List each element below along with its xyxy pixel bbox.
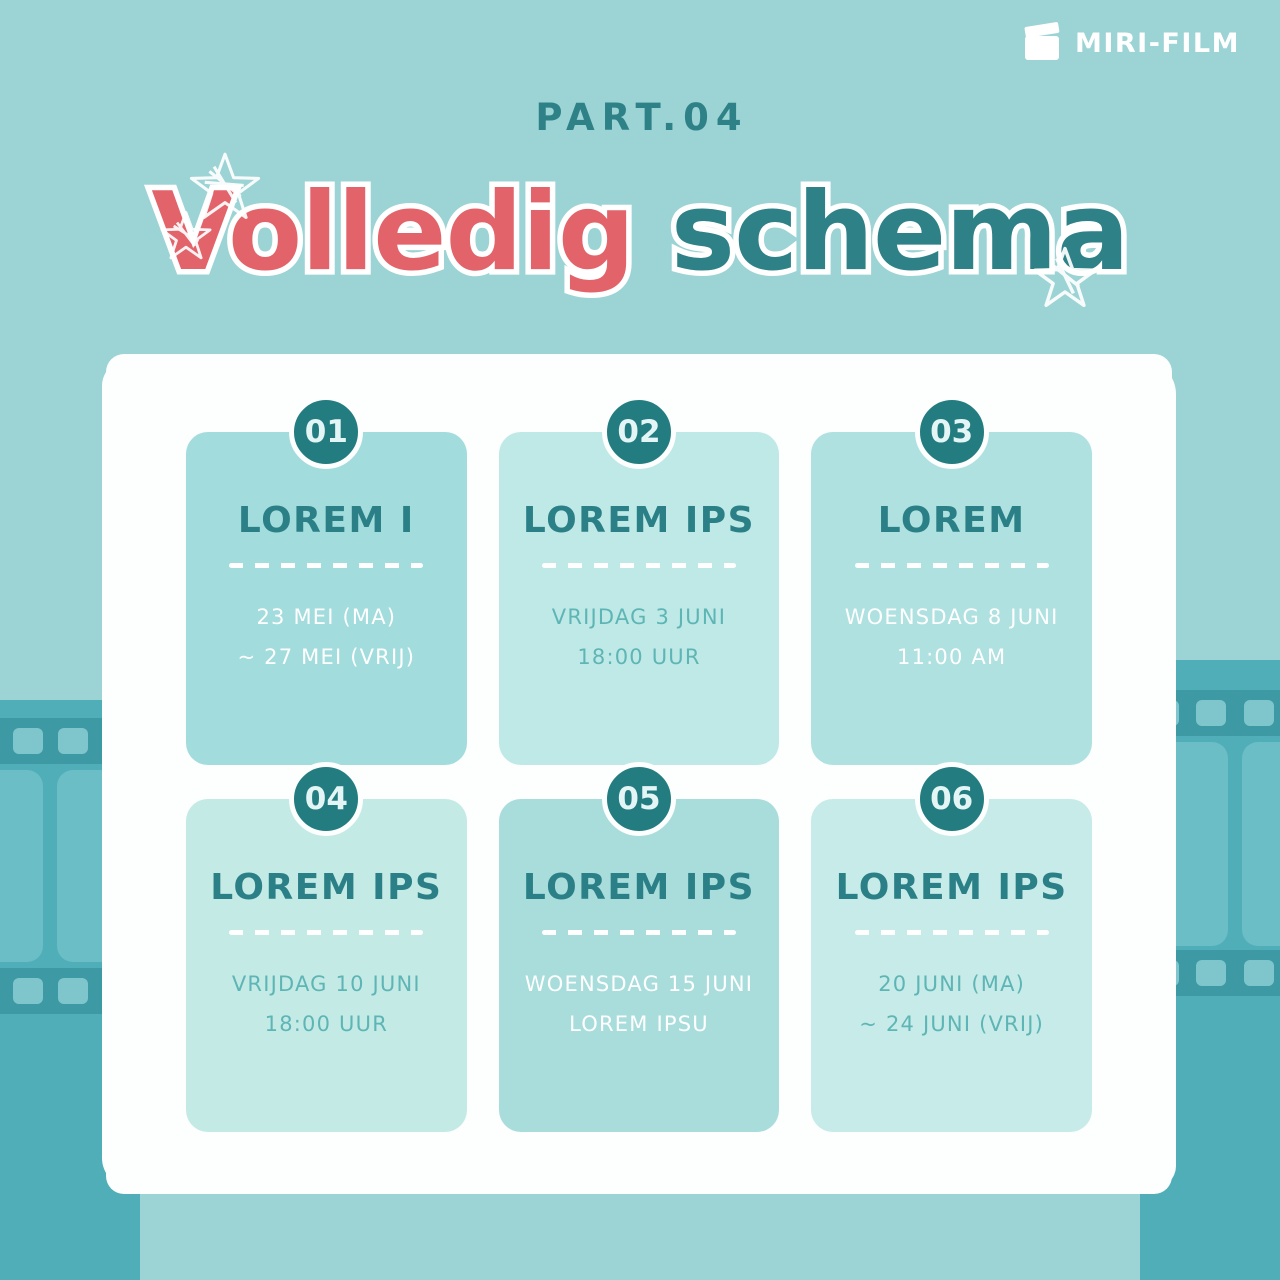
card-detail-line-2: ~ 24 JUNI (VRIJ) (859, 1011, 1045, 1036)
sprocket-hole (12, 728, 43, 754)
sprocket-hole (1196, 960, 1227, 986)
brand-logo: MIRI-FILM (1024, 21, 1240, 60)
part-label: PART.04 (515, 92, 766, 141)
card-title: LOREM I (237, 500, 415, 541)
card-title: LOREM IPS (522, 500, 756, 541)
page-title-word-two: schema (665, 170, 1135, 295)
card-title: LOREM IPS (210, 867, 443, 908)
sprocket-hole (57, 978, 88, 1004)
card-detail-line-1: 23 MEI (MA) (256, 605, 397, 629)
sprocket-hole (1243, 960, 1274, 986)
sprocket-hole (1243, 700, 1274, 726)
card-divider (542, 563, 736, 568)
star-icon (189, 152, 261, 219)
card-divider (854, 563, 1049, 568)
film-frame-cell (0, 770, 43, 962)
card-title: LOREM (877, 500, 1026, 541)
card-detail-line-2: LOREM IPSU (569, 1011, 709, 1036)
card-divider (854, 930, 1049, 935)
card-detail-line-2: ~ 27 MEI (VRIJ) (237, 644, 416, 669)
sprocket-hole (1196, 700, 1227, 726)
card-title: LOREM IPS (522, 867, 756, 908)
sprocket-hole (57, 728, 88, 754)
card-detail-line-1: WOENSDAG 15 JUNI (524, 972, 754, 996)
card-number-badge: 04 (289, 762, 364, 836)
brand-name: MIRI-FILM (1074, 27, 1240, 59)
card-detail-line-1: WOENSDAG 8 JUNI (844, 605, 1059, 629)
card-detail-line-1: VRIJDAG 3 JUNI (551, 605, 727, 629)
card-number-badge: 01 (289, 395, 364, 469)
card-title: LOREM IPS (835, 867, 1068, 908)
card-divider (542, 930, 736, 935)
card-detail-line-2: 18:00 UUR (264, 1011, 388, 1036)
card-number-badge: 03 (914, 395, 989, 469)
clapperboard-icon (1024, 21, 1061, 60)
sprocket-hole (12, 978, 43, 1004)
card-detail-line-2: 11:00 AM (897, 644, 1007, 669)
card-divider (229, 563, 424, 568)
star-icon (1033, 246, 1097, 308)
film-frame-cell (1242, 742, 1280, 946)
card-number-badge: 05 (601, 762, 676, 836)
card-divider (229, 930, 424, 935)
part-label-row: PART.04 (0, 92, 1280, 141)
card-number-badge: 02 (601, 395, 676, 469)
star-icon (160, 211, 212, 260)
card-detail-line-1: VRIJDAG 10 JUNI (231, 972, 421, 996)
card-number-badge: 06 (914, 762, 989, 836)
card-detail-line-2: 18:00 UUR (577, 644, 701, 669)
card-detail-line-1: 20 JUNI (MA) (878, 972, 1026, 996)
